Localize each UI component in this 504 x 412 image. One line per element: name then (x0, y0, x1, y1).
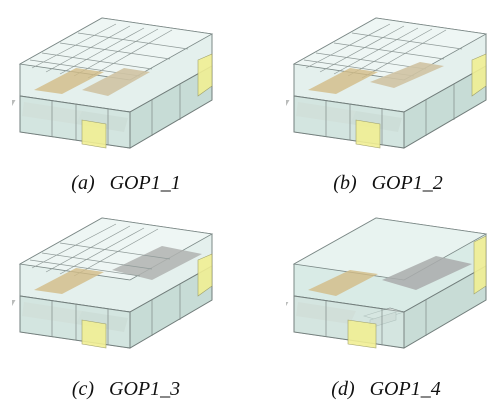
caption-gop1-3: (c) GOP1_3 (71, 378, 181, 400)
caption-gop1-1: (a) GOP1_1 (71, 172, 181, 194)
building-3d-view (12, 17, 214, 149)
building-model-gop1-4 (286, 216, 498, 366)
building-3d-view (286, 217, 488, 349)
building-3d-view (286, 17, 488, 149)
building-model-gop1-1 (12, 16, 224, 166)
building-model-gop1-3 (12, 216, 224, 366)
building-3d-view (12, 217, 214, 349)
building-model-gop1-2 (286, 16, 498, 166)
caption-gop1-4: (d) GOP1_4 (331, 378, 441, 400)
caption-gop1-2: (b) GOP1_2 (333, 172, 443, 194)
